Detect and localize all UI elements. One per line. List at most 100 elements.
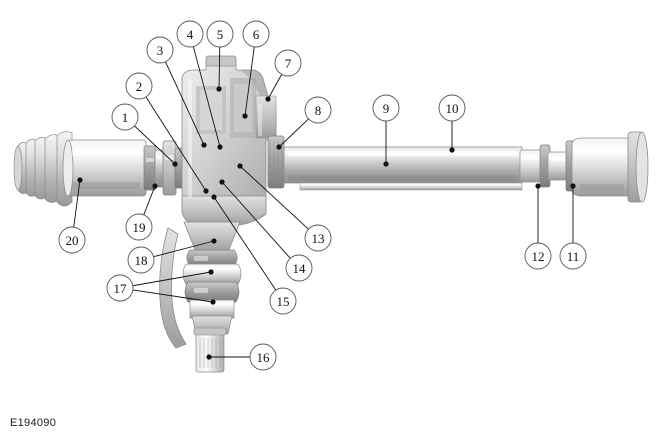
callout-8[interactable]: 8 [276,96,332,150]
leader-endpoint [383,161,389,167]
rack-tube [283,146,523,191]
callout-11[interactable]: 11 [559,183,587,270]
leader-line [213,196,277,291]
leader-line [132,289,214,303]
callout-bubble[interactable] [127,246,155,274]
callout-number: 11 [567,249,580,264]
leader-endpoint [449,147,455,153]
leader-line [218,46,221,90]
callout-number: 6 [253,27,260,42]
pinion-shaft [193,327,227,373]
callout-2[interactable]: 2 [125,72,209,194]
leader-line [73,179,81,228]
leader-endpoint [77,177,83,183]
callout-5[interactable]: 5 [206,20,234,92]
callout-bubble[interactable] [176,20,204,48]
callout-number: 16 [257,350,271,365]
left-collar-sleeve [62,139,147,197]
leader-line [132,271,212,287]
callout-number: 2 [136,79,143,94]
callout-17[interactable]: 17 [106,269,216,305]
leader-line [267,74,283,100]
callout-bubble[interactable] [269,287,297,315]
callout-bubble[interactable] [146,36,174,64]
right-bushing-collar [571,131,649,203]
leader-line [244,46,255,117]
callout-bubble[interactable] [274,49,302,77]
callout-19[interactable]: 19 [125,183,158,241]
leader-endpoint [265,96,271,102]
leader-line [221,181,291,259]
callout-number: 17 [114,281,128,296]
callout-bubble[interactable] [285,254,313,282]
callout-16[interactable]: 16 [206,343,277,371]
leader-endpoint [570,183,576,189]
callout-bubble[interactable] [249,343,277,371]
leader-endpoint [203,188,209,194]
callout-number: 10 [446,101,459,116]
callout-1[interactable]: 1 [111,103,178,167]
callout-bubble[interactable] [106,274,134,302]
callout-bubble[interactable] [372,94,400,122]
callout-bubble[interactable] [242,20,270,48]
callout-number: 5 [217,27,224,42]
leader-line [278,118,309,148]
housing-bearing-ring [267,135,285,189]
callout-20[interactable]: 20 [58,177,86,254]
leader-endpoint [172,161,178,167]
callout-4[interactable]: 4 [176,20,223,150]
callout-number: 12 [532,249,545,264]
callout-number: 1 [122,110,129,125]
callout-14[interactable]: 14 [219,179,313,282]
callout-bubble[interactable] [524,242,552,270]
leader-endpoint [211,238,217,244]
callout-number: 9 [383,101,390,116]
callout-number: 7 [285,56,292,71]
callout-number: 4 [187,27,194,42]
callout-number: 13 [312,231,325,246]
leader-endpoint [217,144,223,150]
leader-line [239,165,309,230]
callout-12[interactable]: 12 [524,183,552,270]
leader-endpoint [216,86,222,92]
callout-number: 20 [66,233,79,248]
leader-endpoint [206,354,212,360]
callout-bubble[interactable] [559,242,587,270]
callout-bubble[interactable] [125,213,153,241]
callout-bubble[interactable] [304,224,332,252]
leader-endpoint [242,113,248,119]
leader-line [153,240,215,258]
leader-endpoint [210,299,216,305]
callout-10[interactable]: 10 [438,94,466,153]
leader-endpoint [219,179,225,185]
callout-6[interactable]: 6 [242,20,270,119]
callout-bubble[interactable] [438,94,466,122]
callout-number: 19 [133,220,146,235]
pinion-housing [159,221,242,349]
leader-line [145,96,207,192]
callout-bubble[interactable] [111,103,139,131]
callout-9[interactable]: 9 [372,94,400,167]
callout-bubble[interactable] [125,72,153,100]
callout-13[interactable]: 13 [237,163,332,252]
leader-endpoint [535,183,541,189]
callout-18[interactable]: 18 [127,238,217,274]
callout-bubble[interactable] [58,226,86,254]
callout-7[interactable]: 7 [265,49,302,102]
callout-number: 18 [135,253,148,268]
leader-endpoint [208,269,214,275]
leader-line [143,185,156,216]
callout-number: 14 [293,261,307,276]
leader-endpoint [276,144,282,150]
callout-number: 3 [157,43,164,58]
leader-endpoint [237,163,243,169]
callout-bubble[interactable] [206,20,234,48]
gear-housing [181,55,277,227]
callout-number: 8 [315,103,322,118]
callout-3[interactable]: 3 [146,36,207,148]
callout-bubble[interactable] [304,96,332,124]
callout-15[interactable]: 15 [211,194,297,315]
leader-line [165,61,205,146]
